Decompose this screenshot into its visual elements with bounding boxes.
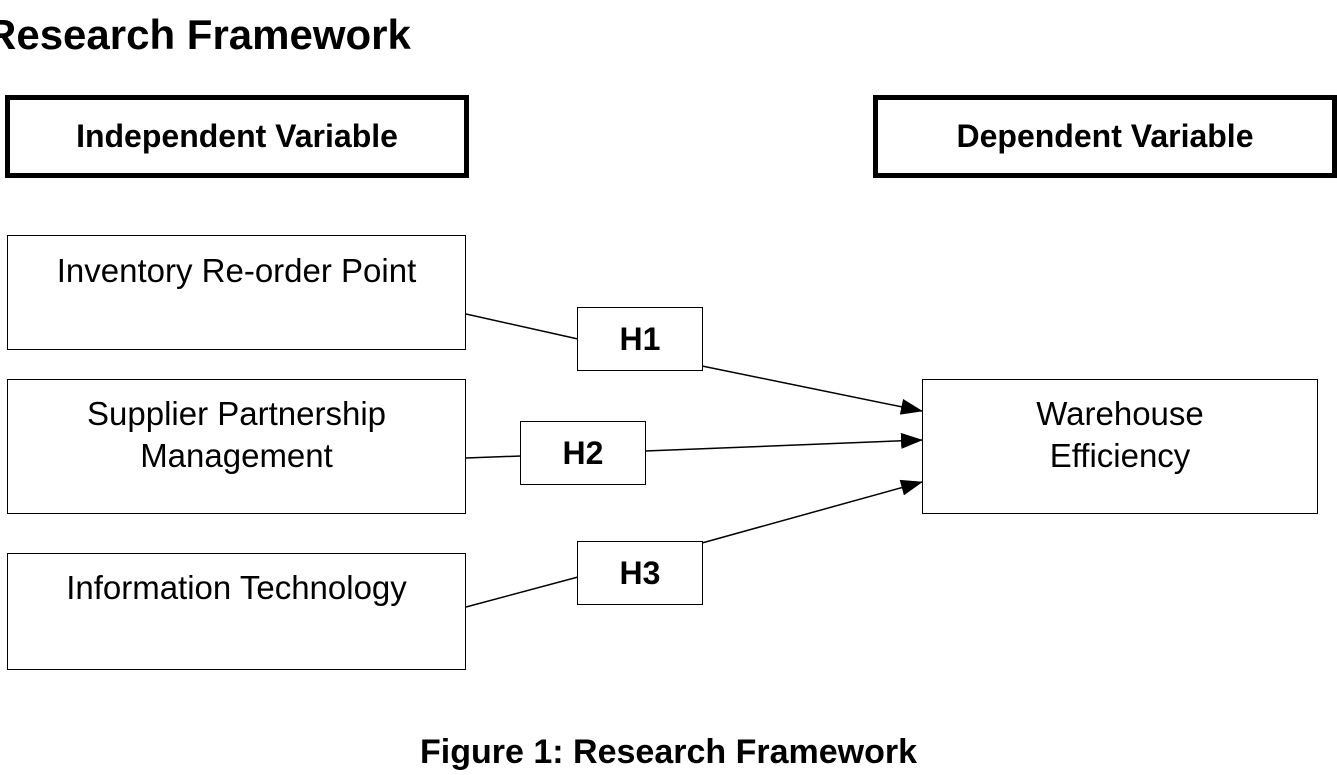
- connector-iv3-h3: [465, 576, 579, 608]
- independent-variable-box-supplier: Supplier Partnership Management: [7, 379, 466, 514]
- figure-caption: Figure 1: Research Framework: [420, 733, 917, 771]
- independent-variable-label: Supplier Partnership Management: [87, 395, 386, 474]
- dependent-variable-box: Warehouse Efficiency: [922, 379, 1318, 514]
- hypothesis-box-h1: H1: [577, 307, 703, 371]
- independent-variable-header-label: Independent Variable: [76, 118, 398, 154]
- independent-variable-box-inventory: Inventory Re-order Point: [7, 235, 466, 350]
- independent-variable-label: Information Technology: [66, 569, 407, 606]
- hypothesis-label: H2: [562, 434, 604, 471]
- hypothesis-box-h2: H2: [520, 421, 646, 485]
- dependent-variable-label: Warehouse Efficiency: [1036, 395, 1204, 474]
- page-title: Research Framework: [0, 11, 411, 58]
- dependent-variable-header-label: Dependent Variable: [956, 118, 1254, 154]
- connector-h3-dv: [701, 479, 923, 544]
- independent-variable-label: Inventory Re-order Point: [56, 252, 417, 289]
- independent-variable-header: Independent Variable: [5, 95, 469, 178]
- hypothesis-box-h3: H3: [577, 541, 703, 605]
- independent-variable-box-it: Information Technology: [7, 553, 466, 670]
- dependent-variable-header: Dependent Variable: [873, 95, 1337, 178]
- connector-h2-dv: [644, 432, 923, 452]
- hypothesis-label: H1: [619, 320, 661, 357]
- hypothesis-label: H3: [619, 554, 661, 591]
- connector-h1-dv: [701, 365, 923, 415]
- connector-iv1-h1: [465, 313, 579, 340]
- connector-iv2-h2: [465, 455, 522, 459]
